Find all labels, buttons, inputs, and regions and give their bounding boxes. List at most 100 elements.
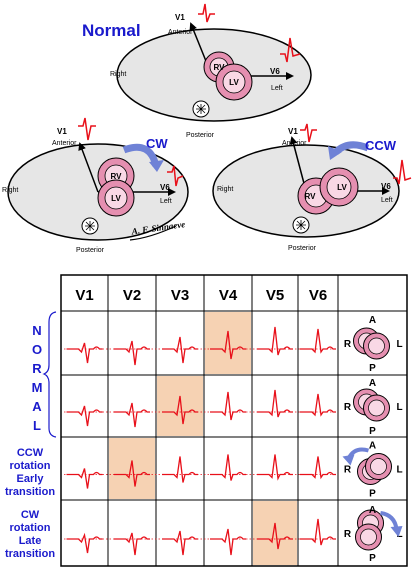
qrs-complex <box>257 522 293 550</box>
normal-bracket <box>42 311 57 438</box>
rotation-heart-icon: A P R L <box>344 378 403 437</box>
qrs-complex <box>257 389 293 418</box>
qrs-complex <box>210 454 246 481</box>
transition-highlight-cell <box>205 312 251 374</box>
spine-icon <box>81 217 99 235</box>
ccw-title: CCW <box>365 138 397 153</box>
qrs-complex <box>257 326 293 356</box>
qrs-complex <box>300 518 336 546</box>
v1-label: V1 <box>288 127 298 136</box>
lead-header-v4: V4 <box>219 287 238 304</box>
anterior-label: Anterior <box>168 29 193 36</box>
v1-ecg-trace <box>78 117 96 141</box>
qrs-complex <box>257 454 293 481</box>
lv-label: LV <box>229 78 239 87</box>
qrs-complex <box>66 532 103 554</box>
lead-header-v1: V1 <box>75 287 93 304</box>
cw-label-line3: Late <box>19 535 42 547</box>
ccw-label-line1: CCW <box>17 447 44 459</box>
anterior-label: Anterior <box>52 140 77 147</box>
qrs-complex <box>66 405 103 427</box>
lv-circle-inner <box>360 528 377 546</box>
qrs-complex <box>66 468 103 489</box>
transition-highlight-cell <box>253 501 297 565</box>
left-label: Left <box>381 197 393 204</box>
lead-header-v2: V2 <box>123 287 141 304</box>
heart-label-right: R <box>344 529 352 540</box>
qrs-complex <box>300 328 336 354</box>
lead-header-v6: V6 <box>309 287 327 304</box>
qrs-complex <box>210 528 246 556</box>
normal-letter-m: M <box>32 380 43 395</box>
v1-label: V1 <box>57 127 67 136</box>
heart-label-right: R <box>344 402 352 413</box>
heart-label-anterior: A <box>369 378 376 389</box>
right-label: Right <box>2 187 18 194</box>
ccw-label-line4: transition <box>5 486 55 498</box>
posterior-label: Posterior <box>186 132 215 139</box>
right-label: Right <box>217 186 233 193</box>
heart-label-right: R <box>344 339 352 350</box>
v1-axis-arrow <box>78 142 99 193</box>
lv-circle-inner <box>368 399 385 417</box>
normal-title: Normal <box>82 21 141 40</box>
heart-label-left: L <box>396 529 402 540</box>
heart-label-posterior: P <box>369 426 376 437</box>
ccw-label-line3: Early <box>17 473 45 485</box>
heart-label-posterior: P <box>369 363 376 374</box>
qrs-complex <box>114 532 150 556</box>
v1-axis-arrow <box>289 136 307 192</box>
heart-label-posterior: P <box>369 553 376 564</box>
v6-label: V6 <box>270 67 280 76</box>
left-label: Left <box>160 198 172 205</box>
lv-inner <box>326 174 352 200</box>
qrs-complex <box>114 402 150 428</box>
v6-ecg-trace <box>393 159 412 185</box>
qrs-complex <box>162 530 198 556</box>
lv-inner <box>222 70 246 94</box>
heart-label-right: R <box>344 465 352 476</box>
heart-label-anterior: A <box>369 441 376 452</box>
qrs-complex <box>300 456 336 480</box>
qrs-complex <box>300 393 336 417</box>
ccw-heart-panel: RV LV CCW V1 Anterior Right V6 Left Post… <box>212 123 412 252</box>
qrs-complex <box>162 456 198 483</box>
cw-title: CW <box>146 136 168 151</box>
posterior-label: Posterior <box>288 245 317 252</box>
heart-label-left: L <box>396 465 402 476</box>
posterior-label: Posterior <box>76 247 105 254</box>
v6-ecg-trace <box>280 37 301 63</box>
heart-label-left: L <box>396 402 402 413</box>
qrs-complex <box>210 330 246 360</box>
rv-label: RV <box>305 192 317 201</box>
normal-letter-a: A <box>32 399 42 414</box>
rv-label: RV <box>111 172 123 181</box>
cw-label-line1: CW <box>21 509 40 521</box>
v6-ecg-trace <box>167 165 184 187</box>
v6-label: V6 <box>160 183 170 192</box>
v1-ecg-trace <box>198 3 215 23</box>
spine-icon <box>192 100 210 118</box>
lv-circle-inner <box>368 337 385 355</box>
spine-icon <box>292 216 310 234</box>
transition-highlight-cell <box>157 376 203 436</box>
ccw-rotation-arrow <box>333 141 370 155</box>
lv-label: LV <box>111 194 121 203</box>
lv-inner <box>104 186 128 210</box>
lv-circle-inner <box>370 458 387 475</box>
v1-label: V1 <box>175 13 185 22</box>
lv-label: LV <box>337 183 347 192</box>
ccw-arrow-head <box>328 146 342 160</box>
cw-arrow-head <box>149 160 164 172</box>
normal-letter-o: O <box>32 342 42 357</box>
anterior-label: Anterior <box>282 140 307 147</box>
lead-header-v3: V3 <box>171 287 189 304</box>
v1-ecg-trace <box>300 123 317 143</box>
normal-letter-r: R <box>32 361 42 376</box>
cw-label-line2: rotation <box>10 522 51 534</box>
